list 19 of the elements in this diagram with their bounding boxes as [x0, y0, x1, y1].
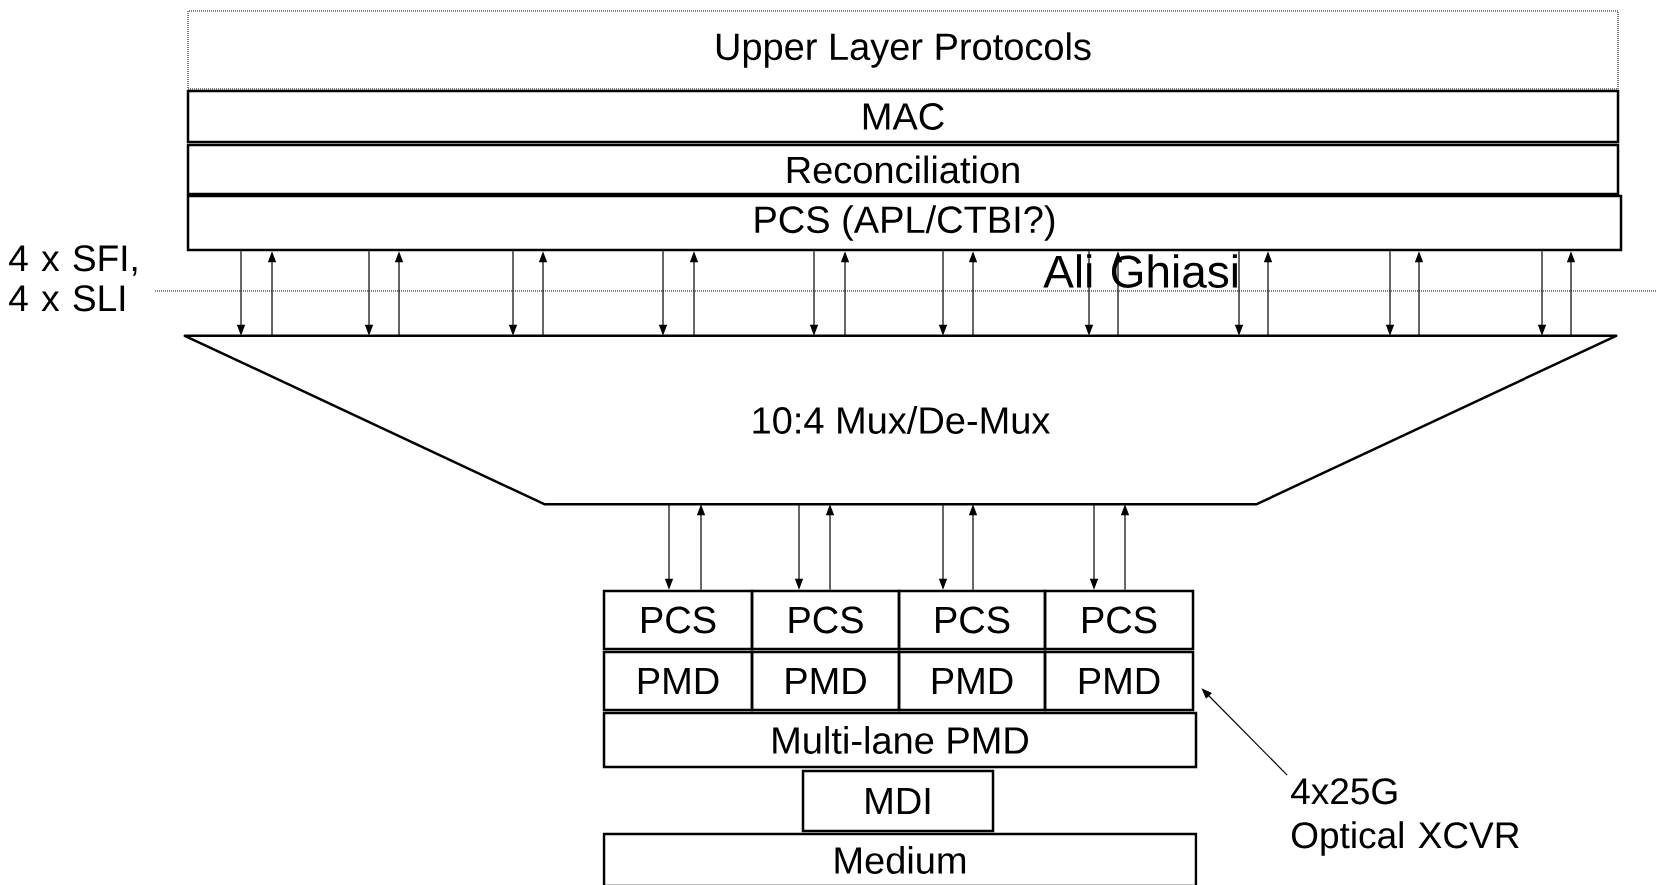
layer-box: PCS	[1043, 589, 1195, 651]
callout-text: 4x25G Optical XCVR	[1291, 778, 1519, 856]
layer-box: Reconciliation	[186, 143, 1620, 196]
mux-trapezoid: 10:4 Mux/De-Mux	[183, 334, 1618, 506]
side-label: 4 x SFI, 4 x SLI	[9, 245, 137, 312]
layer-box: PCS	[897, 589, 1047, 651]
layer-box: PCS	[602, 589, 754, 651]
leader-line	[1201, 688, 1288, 776]
layer-box: Medium	[602, 832, 1198, 885]
layer-box: PMD	[602, 650, 754, 712]
layer-box: MDI	[801, 769, 995, 833]
layer-box: MAC	[186, 89, 1620, 144]
layer-box: PMD	[750, 650, 901, 712]
layer-box: PCS (APL/CTBI?)	[186, 194, 1623, 252]
layer-box: PMD	[897, 650, 1047, 712]
layer-box: Multi-lane PMD	[602, 711, 1198, 769]
layer-box: Upper Layer Protocols	[187, 10, 1619, 90]
layer-box: PMD	[1043, 650, 1195, 712]
layer-box: PCS	[750, 589, 901, 651]
